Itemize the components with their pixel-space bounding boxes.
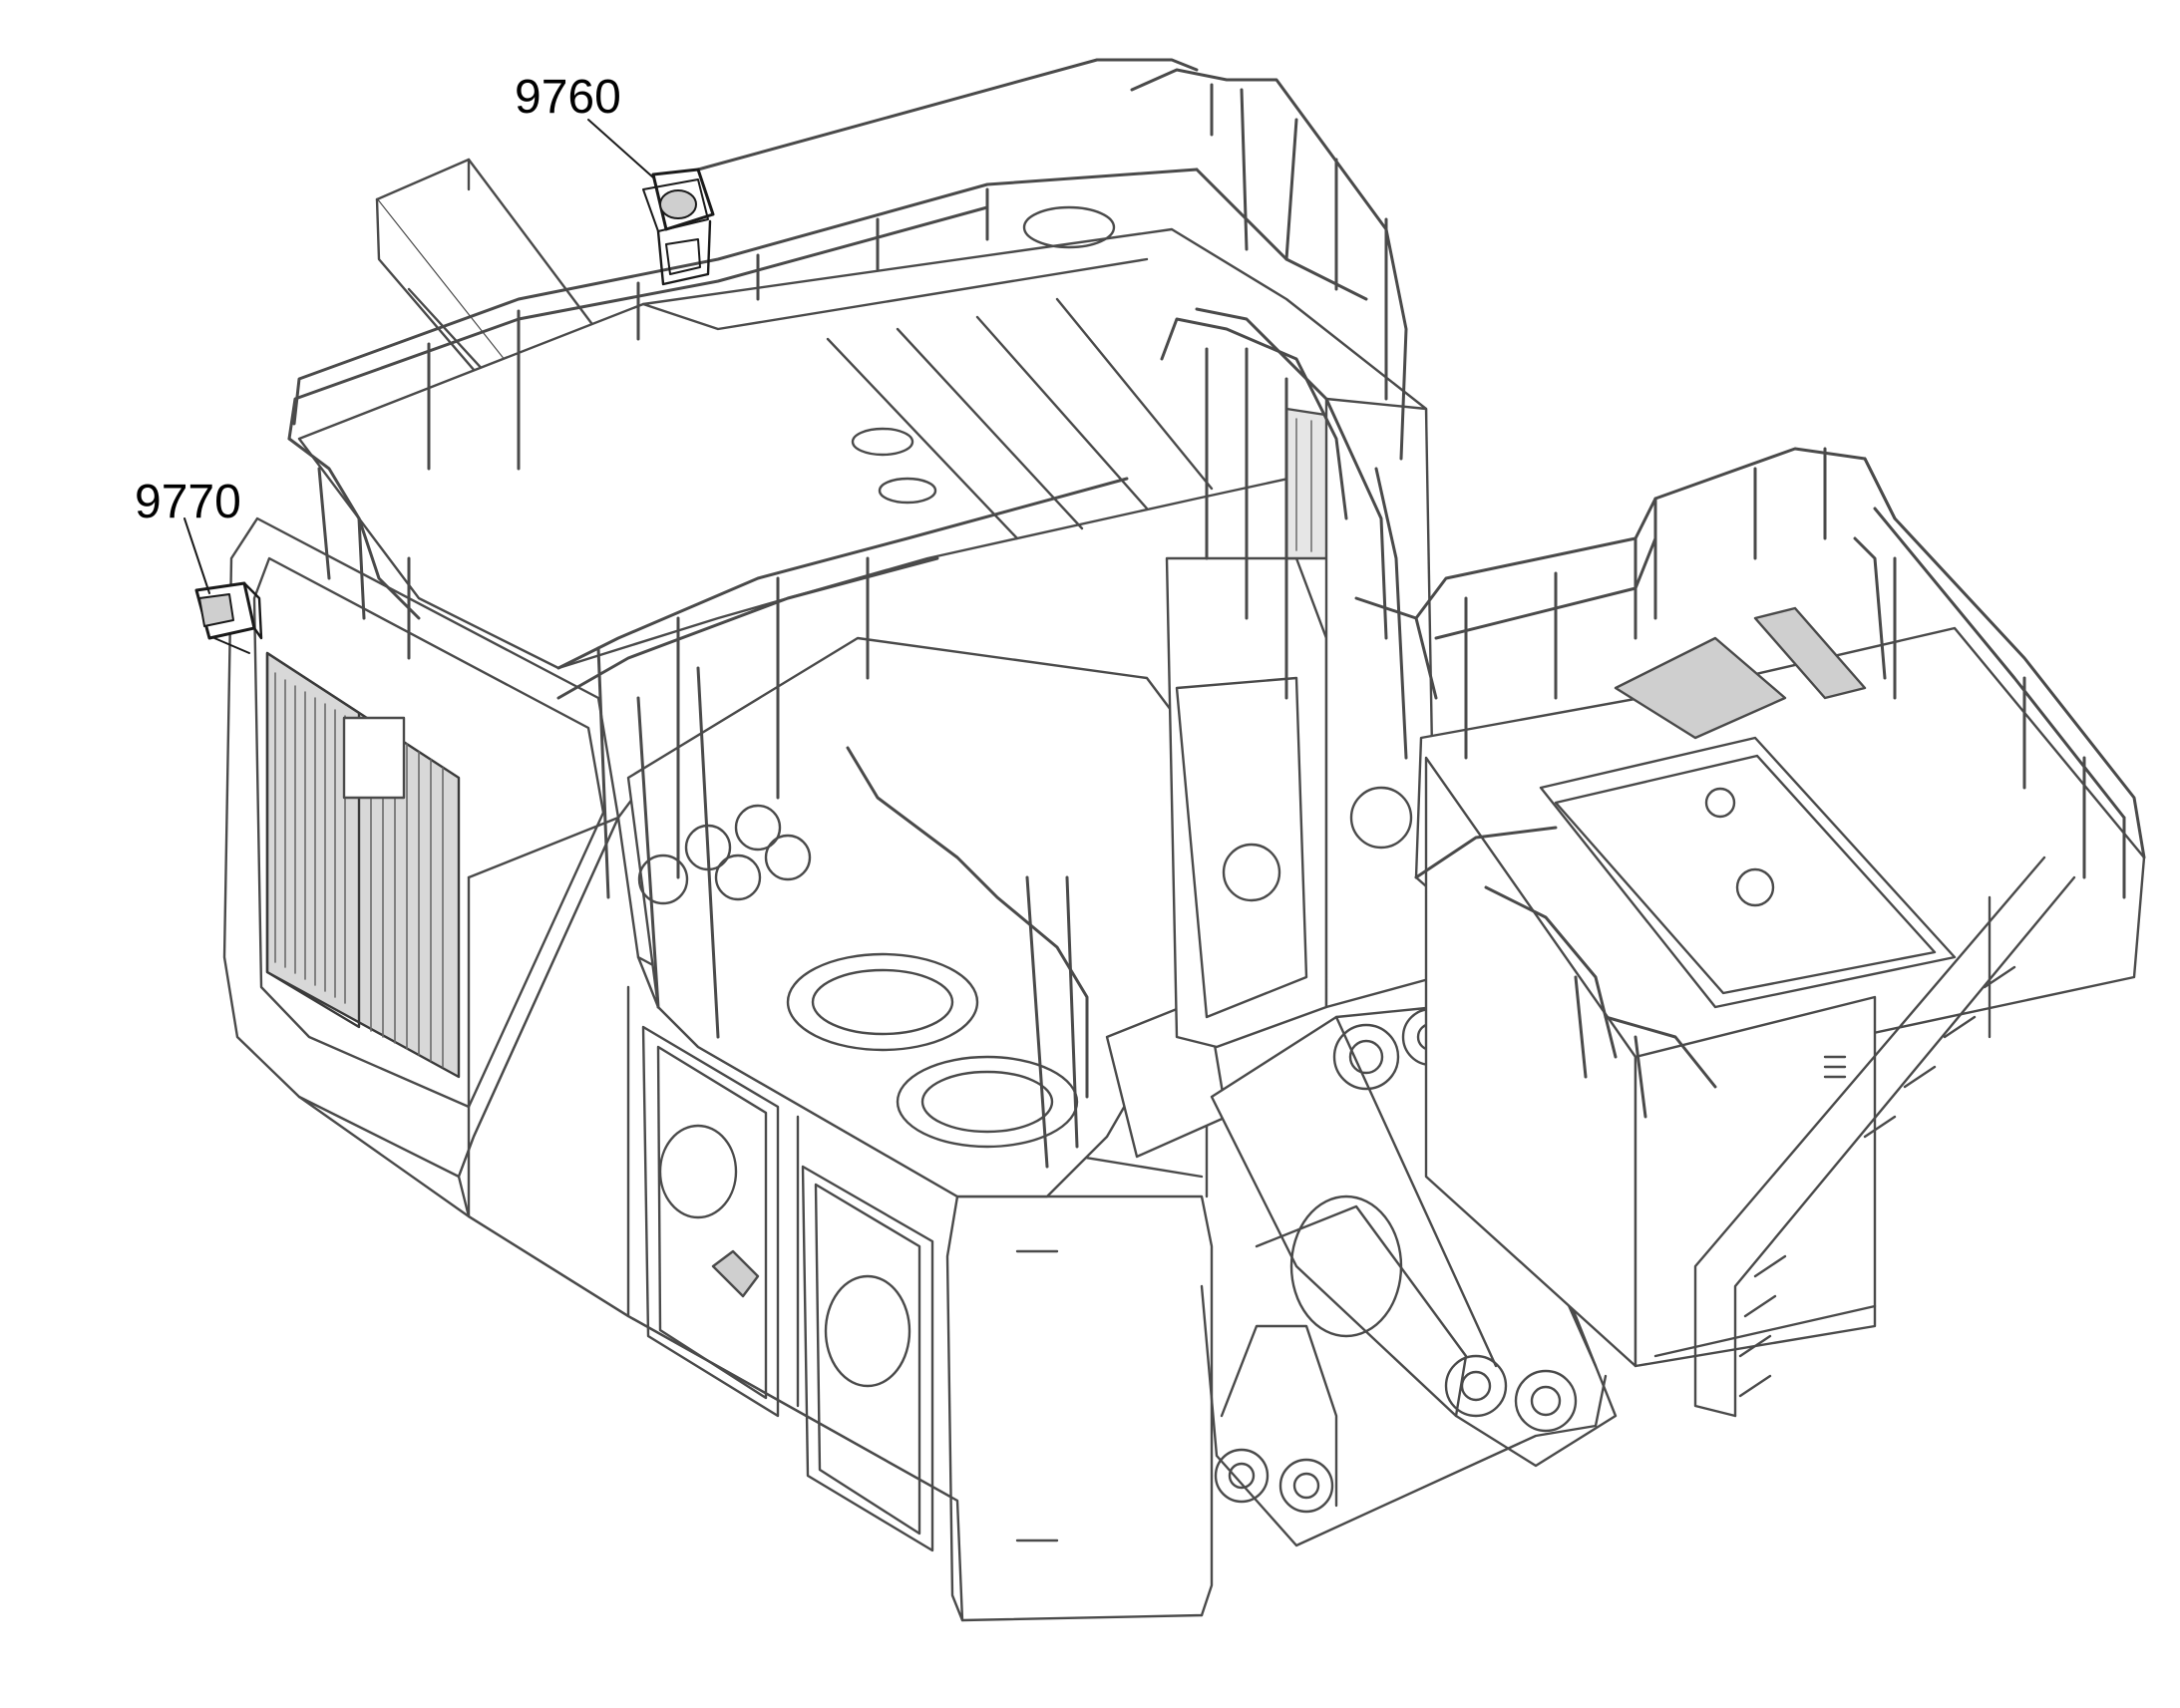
cylinder-cap xyxy=(734,804,782,852)
lift-arm-linkage xyxy=(1200,1005,1618,1547)
filter-box xyxy=(342,716,406,800)
callout-9760-part xyxy=(587,119,715,286)
pin-joint xyxy=(1332,1023,1400,1091)
leader-line-9760 xyxy=(587,119,654,178)
round-access-port xyxy=(658,1124,738,1219)
radiator-grille xyxy=(265,651,461,1079)
turntable-ring xyxy=(896,1055,1079,1149)
top-deck xyxy=(297,205,1428,670)
door-opening-left xyxy=(641,1025,780,1418)
access-ladder xyxy=(1693,855,2076,1418)
round-access-port xyxy=(824,1274,911,1388)
deck-hatch xyxy=(1022,205,1116,249)
module-hatch xyxy=(1704,787,1736,819)
right-module xyxy=(1414,606,2146,1368)
tread-plate xyxy=(1753,606,1867,700)
door-opening-right xyxy=(801,1165,934,1552)
turntable-ring xyxy=(786,952,979,1052)
pin-joint xyxy=(1444,1354,1508,1418)
deck-seam xyxy=(896,327,1084,530)
arm-cutout xyxy=(1289,1195,1403,1338)
door-opening-right-inner xyxy=(814,1183,921,1536)
cylinder-cap xyxy=(714,854,762,901)
callout-label-9760: 9760 xyxy=(515,71,621,124)
deck-seam xyxy=(1055,297,1214,491)
left-end-inner-frame xyxy=(252,556,605,1109)
module-well xyxy=(1539,736,1957,1009)
cylinder-cap xyxy=(764,834,812,881)
panel-seam xyxy=(467,816,620,879)
deck-seam xyxy=(826,337,1019,540)
deck-hatch xyxy=(851,427,914,457)
module-hatch xyxy=(1735,867,1775,907)
door-opening-left-inner xyxy=(656,1045,768,1400)
handrails-main xyxy=(287,58,1438,1169)
valve-fitting xyxy=(711,1249,760,1298)
callout-9770-part xyxy=(183,517,263,654)
cylinder-cap xyxy=(637,854,689,905)
leader-line-9770 xyxy=(183,517,210,594)
callout-label-9770: 9770 xyxy=(135,476,241,528)
pin-joint xyxy=(1514,1369,1578,1433)
handrails-right xyxy=(1414,447,2146,1119)
pin-boss xyxy=(1349,786,1413,850)
pin-joint xyxy=(1214,1448,1270,1504)
deck-hatch xyxy=(878,477,937,505)
pin-joint xyxy=(1278,1458,1334,1514)
boom-tower xyxy=(1165,397,1438,1049)
tread-plate xyxy=(1614,636,1787,740)
pin-boss xyxy=(1222,843,1281,902)
front-corner-block xyxy=(945,1195,1214,1622)
deck-seam xyxy=(975,315,1149,511)
